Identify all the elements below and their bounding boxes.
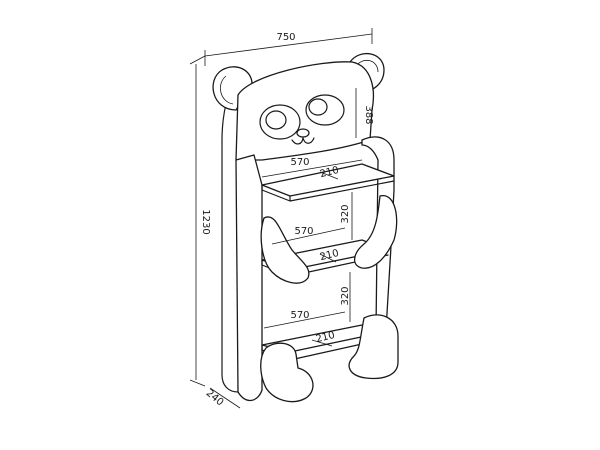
depth-dimension: 240 [204,387,241,409]
left-eye [259,104,301,140]
right-foot [348,314,399,380]
overall-width-label: 750 [276,32,295,43]
head-height-label: 388 [363,105,374,124]
depth-label: 240 [204,388,226,409]
head-height-dimension: 388 [355,88,374,138]
lower-gap-dimension: 320 [340,272,351,322]
top-shelf-width-label: 570 [290,157,309,168]
width-dimension: 750 [204,28,373,66]
head [235,61,375,161]
right-eye [305,94,345,126]
middle-shelf-depth-label: 210 [319,248,340,263]
left-foot [260,342,314,403]
shelf-top [261,163,395,202]
bottom-shelf-width-label: 570 [290,310,309,321]
height-dimension: 1230 [189,55,211,387]
right-arm [354,195,398,269]
arms [260,195,398,284]
bottom-shelf-dimensions: 570 210 [263,310,346,347]
bottom-shelf-depth-label: 210 [315,330,336,345]
middle-shelf-dimensions: 570 210 [271,226,346,263]
top-shelf-depth-label: 210 [319,165,340,180]
left-arm [260,216,310,284]
feet [260,314,399,403]
mouth [291,137,315,145]
lower-gap-label: 320 [340,286,351,305]
middle-shelf-width-label: 570 [294,226,313,237]
top-shelf-dimensions: 570 210 [261,157,363,180]
upper-gap-dimension: 320 [340,192,353,240]
nose [296,128,310,138]
upper-gap-label: 320 [340,204,351,223]
overall-height-label: 1230 [200,209,211,234]
